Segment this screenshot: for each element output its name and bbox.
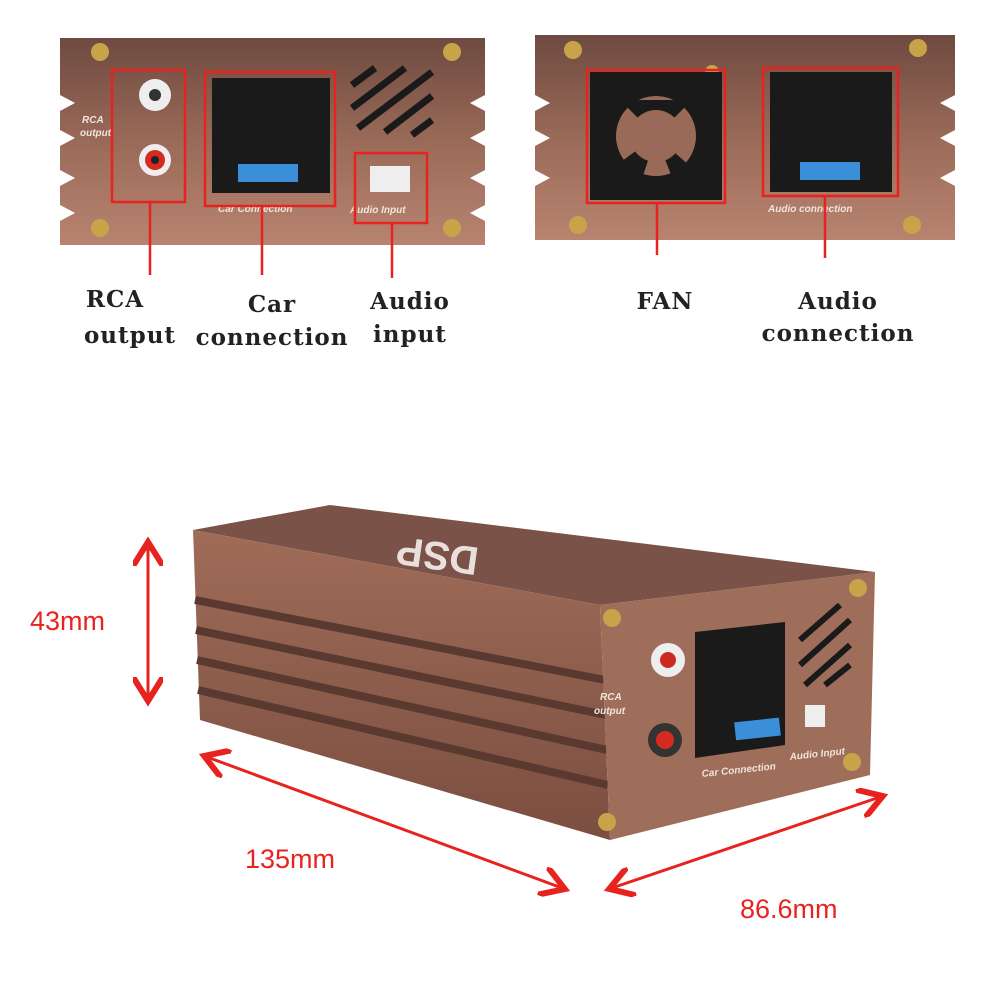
- label-car-connection: connection: [196, 324, 349, 351]
- label-car: Car: [248, 291, 296, 318]
- printed-rca: RCA: [600, 692, 622, 703]
- device-top: [193, 505, 875, 605]
- fuse: [800, 162, 860, 180]
- label-audio: Audio: [797, 288, 878, 315]
- printed-rca: RCA: [82, 115, 104, 126]
- audio-input-port: [370, 166, 410, 192]
- front-panel-view: RCA output Car Connection Audio Input: [60, 38, 485, 278]
- highlight-boxes: [110, 68, 429, 225]
- height-label: 43mm: [30, 606, 105, 636]
- width-label: 86.6mm: [740, 894, 838, 924]
- label-rca-output: output: [84, 322, 176, 349]
- printed-car-connection: Car Connection: [218, 204, 292, 215]
- fan-icon: [590, 72, 722, 200]
- heatsink-notches: [60, 95, 485, 221]
- label-rca: RCA: [86, 286, 144, 313]
- length-label: 135mm: [245, 844, 335, 874]
- printed-audio-input: Audio Input: [349, 205, 406, 216]
- screw-icon: [91, 43, 461, 237]
- fuse: [238, 164, 298, 182]
- vent-grille: [349, 65, 435, 138]
- label-audio-connection: connection: [762, 320, 915, 347]
- printed-output: output: [594, 706, 626, 717]
- dimension-arrows: [148, 545, 880, 888]
- rear-panel-view: Audio connection: [535, 35, 955, 258]
- label-audio-input: input: [373, 321, 447, 348]
- label-fan: FAN: [637, 288, 694, 315]
- label-audio: Audio: [369, 288, 450, 315]
- printed-audio-connection: Audio connection: [767, 204, 852, 215]
- printed-output: output: [80, 128, 112, 139]
